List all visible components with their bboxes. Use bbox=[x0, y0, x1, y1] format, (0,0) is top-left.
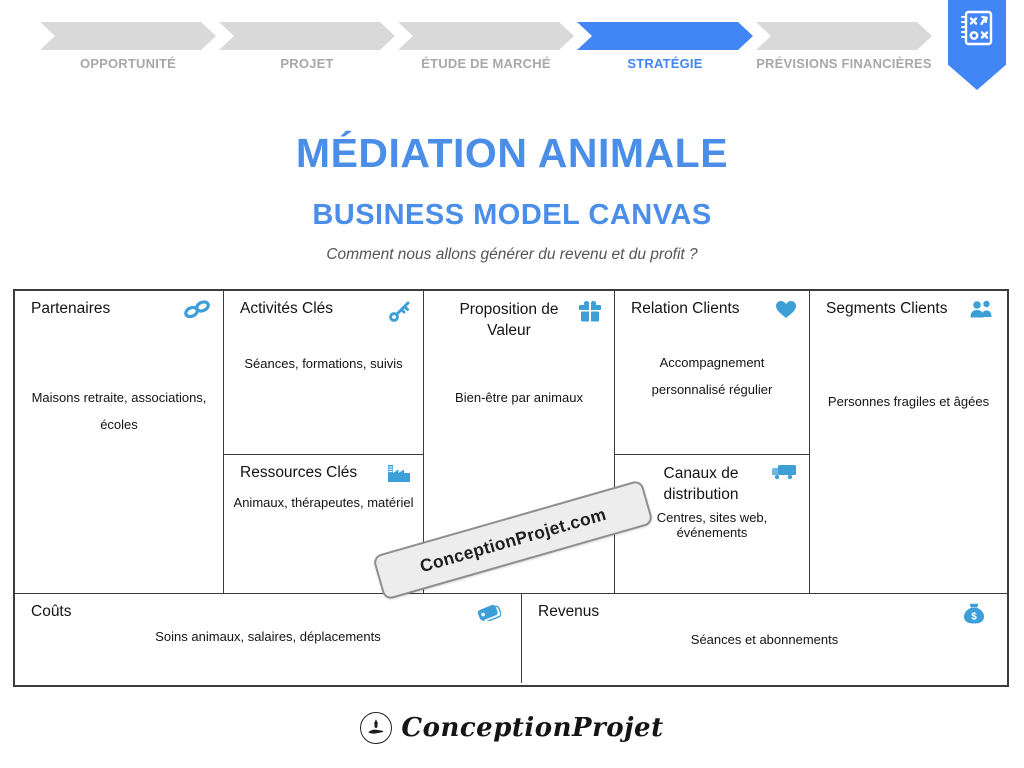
cell-couts: Coûts Soins animaux, salaires, déplaceme… bbox=[15, 594, 522, 683]
step-label-etude-de-marche: ÉTUDE DE MARCHÉ bbox=[421, 56, 551, 71]
link-icon bbox=[183, 300, 211, 318]
step-label-opportunite: OPPORTUNITÉ bbox=[79, 56, 177, 71]
key-icon bbox=[389, 300, 411, 322]
tags-icon bbox=[475, 603, 501, 621]
ressources-content: Animaux, thérapeutes, matériel bbox=[233, 495, 414, 510]
page-subtitle: BUSINESS MODEL CANVAS bbox=[312, 199, 712, 231]
heart-icon bbox=[775, 300, 797, 319]
cell-partenaires: Partenaires Maisons retraite, associatio… bbox=[15, 291, 224, 593]
cell-revenus: Revenus $ Séances et abonnements bbox=[522, 594, 1007, 683]
strategy-board-icon bbox=[959, 9, 995, 90]
step-label-projet: PROJET bbox=[280, 56, 334, 71]
step-arrow-strategie-active[interactable] bbox=[577, 22, 753, 50]
business-model-canvas: Partenaires Maisons retraite, associatio… bbox=[13, 289, 1009, 687]
activites-content: Séances, formations, suivis bbox=[244, 356, 403, 371]
cell-segments-clients: Segments Clients Personnes fragiles et â… bbox=[810, 291, 1007, 593]
cell-ressources-cles: Ressources Clés Animaux, thérapeutes, ma… bbox=[224, 455, 424, 593]
couts-content: Soins animaux, salaires, déplacements bbox=[155, 629, 381, 644]
segments-label: Segments Clients bbox=[826, 300, 948, 317]
segments-content: Personnes fragiles et âgées bbox=[827, 394, 990, 409]
brand-name: ConceptionProjet bbox=[401, 713, 664, 743]
strategy-bookmark-ribbon bbox=[948, 0, 1006, 90]
step-arrow-projet[interactable] bbox=[219, 22, 395, 50]
step-arrow-previsions-financieres[interactable] bbox=[756, 22, 932, 50]
factory-icon bbox=[387, 464, 411, 483]
couts-label: Coûts bbox=[31, 603, 72, 620]
cell-activites-cles: Activités Clés Séances, formations, suiv… bbox=[224, 291, 424, 455]
cell-relation-clients: Relation Clients Accompagnement personna… bbox=[615, 291, 810, 455]
step-arrow-etude-de-marche[interactable] bbox=[398, 22, 574, 50]
gift-icon bbox=[578, 300, 602, 322]
proposition-label: Proposition de Valeur bbox=[459, 301, 559, 339]
moneybag-icon: $ bbox=[963, 603, 985, 624]
page-title: MÉDIATION ANIMALE bbox=[295, 130, 729, 176]
footer-brand: ConceptionProjet bbox=[0, 712, 1024, 744]
ressources-label: Ressources Clés bbox=[240, 464, 358, 481]
svg-text:$: $ bbox=[971, 612, 977, 623]
proposition-content: Bien-être par animaux bbox=[455, 389, 583, 405]
canaux-label: Canaux de distribution bbox=[663, 465, 739, 503]
truck-icon bbox=[771, 464, 797, 480]
partenaires-label: Partenaires bbox=[31, 300, 111, 317]
relation-label: Relation Clients bbox=[631, 300, 740, 317]
process-steps bbox=[40, 22, 935, 50]
canaux-content: Centres, sites web, événements bbox=[656, 509, 768, 540]
page-tagline: Comment nous allons générer du revenu et… bbox=[326, 246, 698, 263]
cell-proposition-valeur: Proposition de Valeur Bien-être par anim… bbox=[424, 291, 615, 593]
cell-canaux-distribution: Canaux de distribution Centres, sites we… bbox=[615, 455, 810, 593]
hand-holding-rocket-icon bbox=[360, 712, 393, 744]
users-icon bbox=[969, 300, 995, 318]
step-label-strategie: STRATÉGIE bbox=[627, 56, 703, 71]
step-label-previsions-financieres: PRÉVISIONS FINANCIÈRES bbox=[756, 56, 932, 71]
relation-content: Accompagnement personnalisé régulier bbox=[651, 355, 773, 398]
revenus-content: Séances et abonnements bbox=[690, 632, 839, 647]
step-arrow-opportunite[interactable] bbox=[40, 22, 216, 50]
activites-label: Activités Clés bbox=[240, 300, 334, 317]
process-step-labels: OPPORTUNITÉ PROJET ÉTUDE DE MARCHÉ STRAT… bbox=[40, 56, 935, 71]
partenaires-content: Maisons retraite, associations, écoles bbox=[31, 390, 207, 433]
revenus-label: Revenus bbox=[538, 603, 600, 620]
